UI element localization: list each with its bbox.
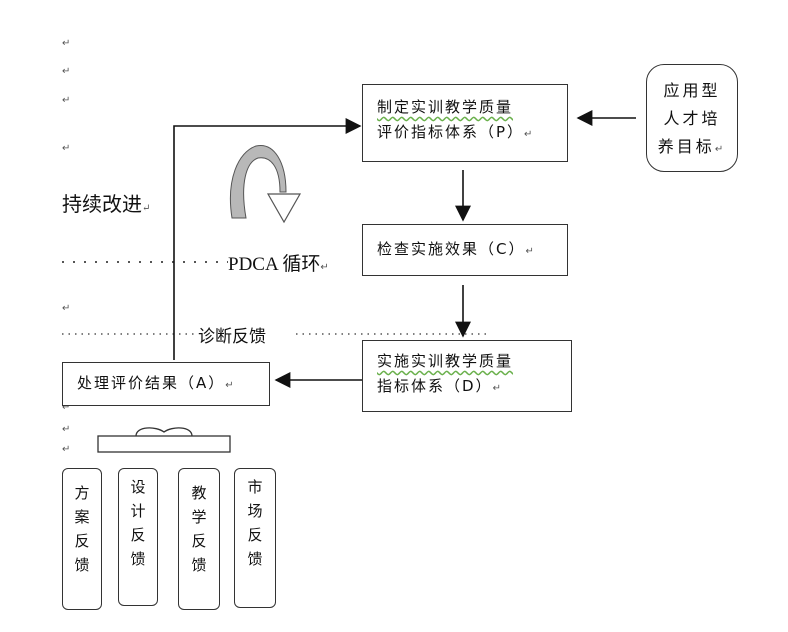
plan-node-line2: 评价指标体系（P）↵ <box>377 123 535 141</box>
plan-node-line1: 制定实训教学质量 <box>377 98 514 116</box>
feedback-box-label: 方案反馈 <box>74 484 90 574</box>
act-node: 处理评价结果（A）↵ <box>62 362 270 406</box>
do-node-line1: 实施实训教学质量 <box>377 352 514 370</box>
feedback-box-plan: 方案反馈 <box>62 468 102 610</box>
paragraph-mark: ↵ <box>62 402 71 413</box>
act-node-label: 处理评价结果（A） <box>77 374 226 392</box>
goal-node: 应用型人才培养目标↵ <box>646 64 738 172</box>
paragraph-mark: ↵ <box>62 95 71 106</box>
paragraph-mark: ↵ <box>62 303 71 314</box>
paragraph-mark: ↵ <box>62 143 71 154</box>
pdca-cycle-label: PDCA 循环↵ <box>228 254 329 275</box>
feedback-box-market: 市场反馈 <box>234 468 276 608</box>
continuous-improvement-label: 持续改进↵ <box>62 192 151 216</box>
arrow-act-to-plan <box>173 118 362 360</box>
do-node-line2: 指标体系（D）↵ <box>377 377 503 395</box>
feedback-box-teaching: 教学反馈 <box>178 468 220 610</box>
paragraph-mark: ↵ <box>62 424 71 435</box>
feedback-box-label: 教学反馈 <box>191 484 207 574</box>
paragraph-mark: ↵ <box>62 38 71 49</box>
paragraph-mark: ↵ <box>62 66 71 77</box>
diagnostic-feedback-label: 诊断反馈 <box>198 327 266 347</box>
paragraph-mark: ↵ <box>62 444 71 455</box>
check-node: 检查实施效果（C）↵ <box>362 224 568 276</box>
feedback-box-label: 设计反馈 <box>130 478 146 568</box>
goal-node-label: 应用型人才培养目标 <box>657 81 721 156</box>
plan-node: 制定实训教学质量 评价指标体系（P）↵ <box>362 84 568 162</box>
feedback-box-label: 市场反馈 <box>247 478 263 568</box>
pdca-cycle-arrow-icon <box>229 145 302 224</box>
check-node-label: 检查实施效果（C） <box>377 240 526 258</box>
feedback-box-design: 设计反馈 <box>118 468 158 606</box>
feedback-bracket <box>97 427 231 453</box>
do-node: 实施实训教学质量 指标体系（D）↵ <box>362 340 572 412</box>
